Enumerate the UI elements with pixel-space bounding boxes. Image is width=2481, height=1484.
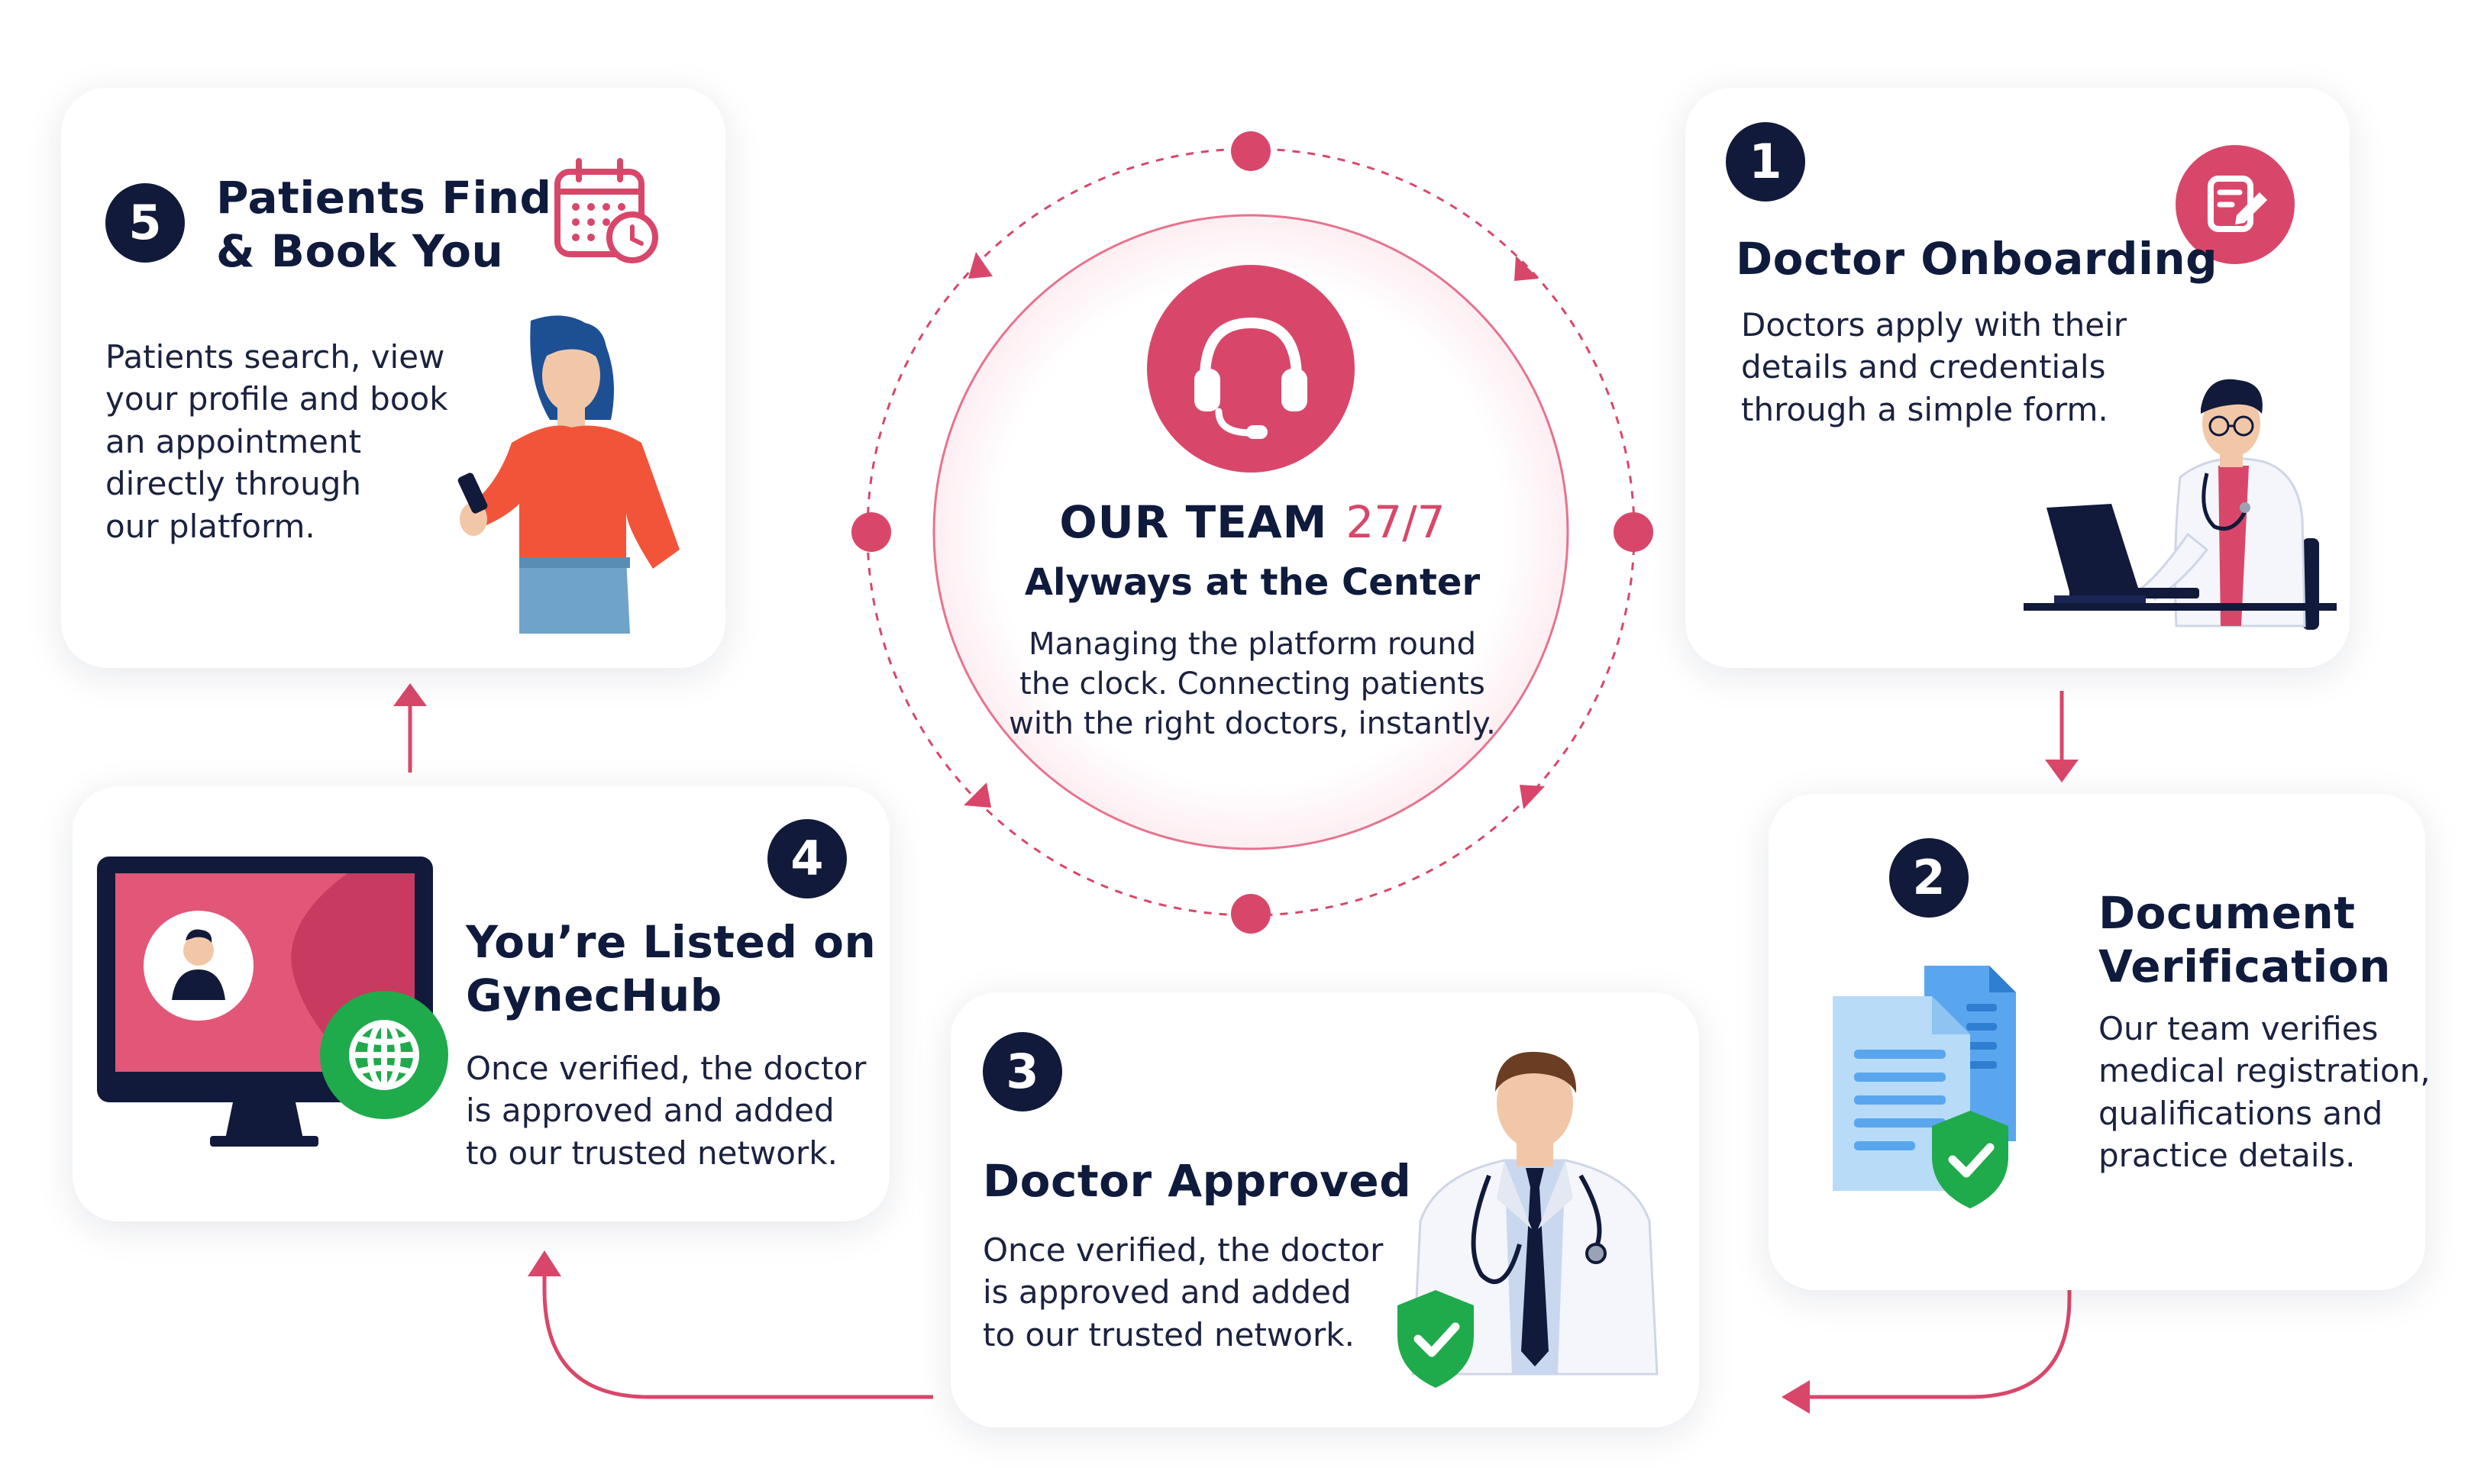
step-2-desc-line: practice details. <box>2098 1137 2356 1175</box>
step-1-title-line: Doctor Onboarding <box>1736 233 2218 285</box>
step-3-desc-line: to our trusted network. <box>983 1315 1355 1353</box>
headset-icon <box>1147 265 1355 473</box>
monitor-profile-illustration <box>97 857 448 1147</box>
step-4-title-line: You’re Listed on <box>466 916 877 968</box>
step-5-badge: 5 <box>105 183 185 263</box>
step-1-badge: 1 <box>1726 122 1805 202</box>
center-desc-line: with the right doctors, instantly. <box>1009 706 1496 741</box>
step-3-description: Once verified, the doctor is approved an… <box>983 1229 1383 1356</box>
step-1-title: Doctor Onboarding <box>1736 233 2218 286</box>
step-1-desc-line: through a simple form. <box>1741 390 2108 428</box>
step-1-desc-line: Doctors apply with their <box>1741 306 2127 344</box>
step-4-badge: 4 <box>767 819 847 898</box>
ring-arrow-topright <box>1514 256 1539 281</box>
doctor-at-laptop-illustration <box>2024 379 2337 630</box>
step-5-title-line: Patients Find <box>216 172 552 224</box>
step-1-description: Doctors apply with their details and cre… <box>1741 304 2127 431</box>
arrow-3-to-4 <box>542 1275 933 1399</box>
step-4-desc-line: Once verified, the doctor <box>466 1050 867 1087</box>
step-2-desc-line: Our team verifies <box>2098 1010 2379 1047</box>
step-5-title: Patients Find & Book You <box>216 172 552 278</box>
center-title: OUR TEAM 27/7 <box>1023 496 1481 548</box>
ring-arrow-topleft <box>968 252 993 279</box>
step-5-title-line: & Book You <box>216 224 504 277</box>
edit-form-icon <box>2176 145 2295 264</box>
step-5-desc-line: our platform. <box>105 507 315 545</box>
center-subtitle: Alyways at the Center <box>1024 561 1481 604</box>
step-1-desc-line: details and credentials <box>1741 348 2106 386</box>
woman-with-phone-illustration <box>457 315 680 634</box>
ring-node-right <box>1614 512 1653 552</box>
ring-node-left <box>851 512 891 552</box>
ring-arrow-bottomright <box>1520 785 1545 809</box>
step-3-badge: 3 <box>983 1032 1062 1111</box>
step-3-title-line: Doctor Approved <box>983 1155 1412 1207</box>
step-2-title-line: Document <box>2098 887 2356 939</box>
step-4-desc-line: to our trusted network. <box>466 1134 838 1172</box>
step-2-desc-line: medical registration, <box>2098 1052 2431 1090</box>
arrow-2-to-3 <box>1806 1290 2072 1399</box>
step-2-description: Our team verifies medical registration, … <box>2098 1008 2431 1177</box>
step-3-desc-line: Once verified, the doctor <box>983 1231 1384 1269</box>
step-3-desc-line: is approved and added <box>983 1273 1352 1311</box>
calendar-clock-icon <box>554 158 658 263</box>
step-5-description: Patients search, view your profile and b… <box>105 336 448 547</box>
ring-node-top <box>1231 131 1271 171</box>
center-title-main: OUR TEAM <box>1059 496 1328 548</box>
verified-documents-illustration <box>1833 966 2016 1208</box>
step-4-title: You’re Listed on GynecHub <box>466 916 876 1022</box>
step-2-title-line: Verification <box>2098 940 2391 992</box>
ring-node-bottom <box>1231 894 1271 934</box>
step-4-title-line: GynecHub <box>466 969 722 1021</box>
step-2-badge: 2 <box>1889 838 1969 918</box>
step-5-desc-line: your profile and book <box>105 380 448 418</box>
approved-doctor-illustration <box>1397 1051 1659 1388</box>
step-5-desc-line: an appointment <box>105 422 362 460</box>
step-5-desc-line: directly through <box>105 465 361 503</box>
center-desc-line: Managing the platform round <box>1028 627 1476 662</box>
center-title-accent: 27/7 <box>1345 496 1446 548</box>
center-description: Managing the platform round the clock. C… <box>1000 624 1504 744</box>
step-5-desc-line: Patients search, view <box>105 338 445 376</box>
step-2-desc-line: qualifications and <box>2098 1094 2383 1132</box>
step-2-title: Document Verification <box>2098 887 2391 993</box>
step-4-desc-line: is approved and added <box>466 1092 835 1130</box>
step-4-description: Once verified, the doctor is approved an… <box>466 1047 866 1174</box>
step-3-title: Doctor Approved <box>983 1155 1411 1208</box>
ring-arrow-bottomleft <box>964 782 991 808</box>
center-desc-line: the clock. Connecting patients <box>1019 666 1485 702</box>
